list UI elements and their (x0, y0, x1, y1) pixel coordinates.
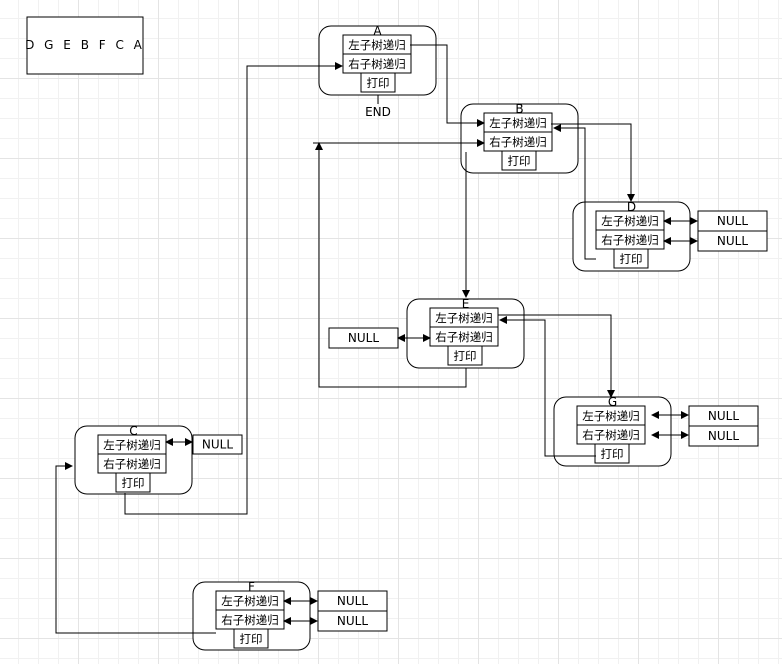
print-cell (360, 72, 396, 93)
right-recursion-label: 右子树递归 (103, 457, 161, 471)
null-label: NULL (708, 409, 739, 423)
print-label: 打印 (240, 632, 263, 646)
edge-e-to-g (498, 314, 615, 398)
null-label: NULL (717, 234, 748, 248)
right-recursion-label: 右子树递归 (348, 57, 406, 71)
null-box-d-left: NULL (697, 210, 768, 232)
node-label: B (515, 102, 523, 116)
edge-a-to-b (410, 44, 485, 127)
edge-e-return-b (315, 142, 467, 388)
print-label: 打印 (620, 252, 643, 266)
right-recursion-label: 右子树递归 (221, 613, 279, 627)
node-label: F (248, 580, 255, 594)
left-recursion-label: 左子树递归 (221, 594, 279, 608)
left-recursion-label: 左子树递归 (348, 38, 406, 52)
node-label: G (608, 395, 617, 409)
print-label: 打印 (454, 349, 477, 363)
right-recursion-label: 右子树递归 (435, 330, 493, 344)
print-cell (501, 150, 537, 171)
print-label: 打印 (508, 154, 531, 168)
right-recursion-label: 右子树递归 (601, 233, 659, 247)
null-label: NULL (348, 331, 379, 345)
edge-c-to-a (124, 62, 343, 515)
result-box: D G E B F C A (25, 16, 145, 75)
left-recursion-label: 左子树递归 (582, 409, 640, 423)
null-box-f-left: NULL (317, 590, 388, 612)
print-cell (115, 472, 151, 493)
null-label: NULL (337, 614, 368, 628)
print-cell (613, 248, 649, 269)
null-box-c-left: NULL (192, 434, 243, 455)
end-label: END (365, 105, 391, 119)
null-label: NULL (337, 594, 368, 608)
left-recursion-label: 左子树递归 (489, 116, 547, 130)
node-label: A (373, 24, 382, 38)
node-label: E (462, 297, 470, 311)
print-label: 打印 (367, 76, 390, 90)
null-label: NULL (202, 438, 233, 452)
edge-f-return-c (55, 462, 216, 634)
left-recursion-label: 左子树递归 (103, 438, 161, 452)
right-recursion-label: 右子树递归 (489, 135, 547, 149)
null-box-g-right: NULL (688, 425, 759, 447)
null-box-d-right: NULL (697, 230, 768, 252)
result-text: D G E B F C A (25, 38, 145, 52)
print-cell (447, 345, 483, 366)
print-cell (594, 443, 630, 464)
right-recursion-label: 右子树递归 (582, 428, 640, 442)
edge-b-to-d (551, 123, 635, 202)
print-cell (233, 628, 269, 649)
null-box-e-left: NULL (328, 327, 399, 349)
null-label: NULL (708, 429, 739, 443)
null-box-g-left: NULL (688, 405, 759, 427)
left-recursion-label: 左子树递归 (435, 311, 493, 325)
null-box-f-right: NULL (317, 610, 388, 632)
print-label: 打印 (601, 447, 624, 461)
left-recursion-label: 左子树递归 (601, 214, 659, 228)
edge-g-return-e (499, 316, 596, 457)
edge-d-return-b (553, 124, 596, 260)
node-label: C (129, 424, 137, 438)
null-label: NULL (717, 214, 748, 228)
print-label: 打印 (122, 476, 145, 490)
node-label: D (627, 200, 636, 214)
